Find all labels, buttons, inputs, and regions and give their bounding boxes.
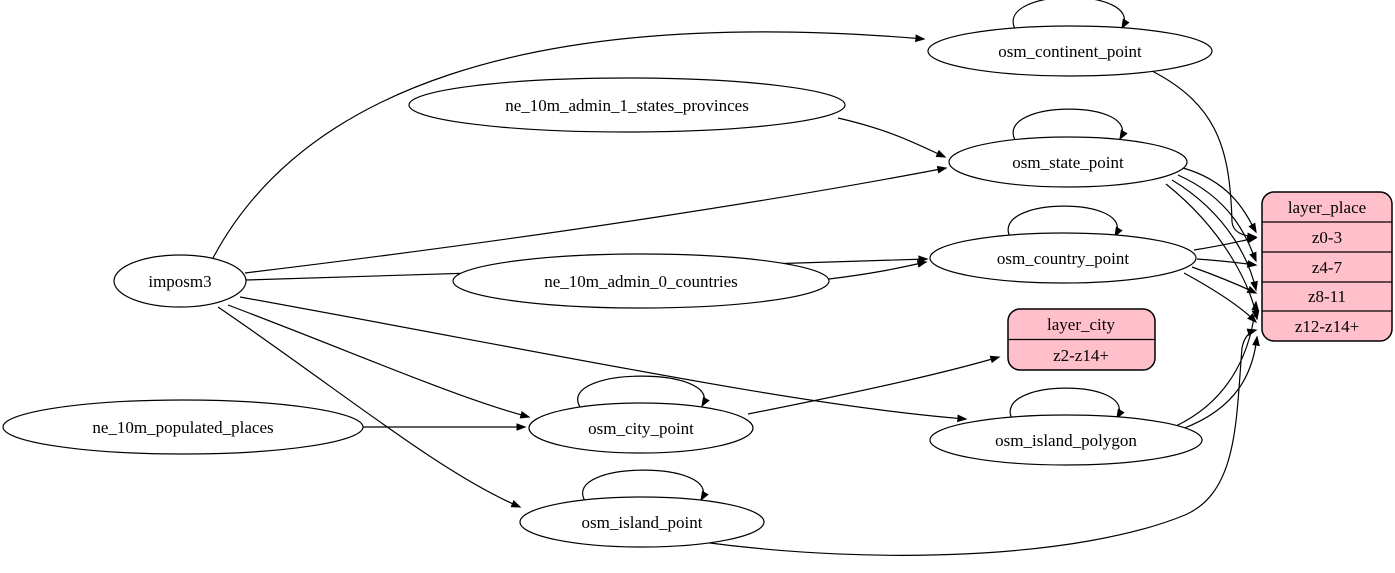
ne-populated-label: ne_10m_populated_places bbox=[92, 418, 273, 437]
edge-osm-country-point-to-layer-place-z0-3 bbox=[1193, 235, 1258, 251]
node-ne-10m-admin-1-states-provinces: ne_10m_admin_1_states_provinces bbox=[408, 77, 846, 133]
edge-ne-10m-admin-1-states-provinces-to-osm-state-point bbox=[837, 117, 947, 158]
node-layer-city: layer_city z2-z14+ bbox=[1007, 308, 1156, 371]
continent-ellipse bbox=[927, 25, 1213, 77]
edge-imposm3-to-osm-island-point bbox=[217, 306, 522, 508]
country-label: osm_country_point bbox=[997, 249, 1129, 268]
edge-osm-island-point-to-layer-place-z12-z14 bbox=[701, 328, 1258, 556]
layer-place-row-z4-7: z4-7 bbox=[1312, 258, 1343, 277]
edge-imposm3-to-osm-city-point bbox=[227, 304, 531, 419]
node-osm-state-point: osm_state_point bbox=[948, 136, 1188, 188]
node-osm-country-point: osm_country_point bbox=[929, 232, 1197, 284]
state-ellipse bbox=[948, 136, 1188, 188]
ne-admin1-label: ne_10m_admin_1_states_provinces bbox=[505, 96, 749, 115]
ne-admin1-ellipse bbox=[408, 77, 846, 133]
table-nodes: imposm3 ne_10m_admin_1_states_provinces … bbox=[2, 25, 1213, 548]
island-polygon-ellipse bbox=[929, 414, 1203, 466]
node-layer-place: layer_place z0-3 z4-7 z8-11 z12-z14+ bbox=[1261, 191, 1393, 342]
edge-osm-city-point-to-layer-city-z2-z14 bbox=[747, 355, 1001, 415]
edge-osm-state-point-to-layer-place-z0-3 bbox=[1182, 167, 1257, 234]
node-ne-10m-populated-places: ne_10m_populated_places bbox=[2, 399, 364, 455]
edge-self-loop-osm-island-polygon bbox=[1009, 387, 1125, 420]
state-label: osm_state_point bbox=[1012, 153, 1124, 172]
edge-imposm3-to-osm-state-point bbox=[244, 165, 948, 274]
edge-osm-country-point-to-layer-place-z4-7 bbox=[1196, 258, 1258, 268]
imposm3-ellipse bbox=[113, 254, 247, 308]
edge-ne-10m-admin-0-countries-to-osm-country-point bbox=[828, 260, 928, 280]
layer-city-row-z2-z14: z2-z14+ bbox=[1053, 346, 1109, 365]
edge-osm-state-point-to-layer-place-z4-7 bbox=[1177, 174, 1257, 263]
layer-place-title: layer_place bbox=[1288, 198, 1366, 217]
layer-place-row-z8-11: z8-11 bbox=[1308, 287, 1346, 306]
edge-imposm3-to-osm-island-polygon bbox=[239, 296, 968, 423]
ne-admin0-label: ne_10m_admin_0_countries bbox=[544, 272, 738, 291]
edge-osm-continent-point-to-layer-place-z0-3 bbox=[1151, 70, 1258, 241]
edge-self-loop-osm-island-point bbox=[582, 469, 709, 502]
edge-osm-country-point-to-layer-place-z12-z14 bbox=[1183, 272, 1258, 324]
node-imposm3: imposm3 bbox=[113, 254, 247, 308]
edge-imposm3-to-osm-continent-point bbox=[212, 31, 926, 259]
edge-osm-country-point-to-layer-place-z8-11 bbox=[1191, 266, 1258, 294]
edge-self-loop-osm-state-point bbox=[1012, 108, 1128, 141]
island-point-ellipse bbox=[519, 496, 765, 548]
island-point-label: osm_island_point bbox=[582, 513, 703, 532]
node-osm-continent-point: osm_continent_point bbox=[927, 25, 1213, 77]
edge-self-loop-osm-continent-point bbox=[1012, 0, 1130, 30]
continent-label: osm_continent_point bbox=[998, 42, 1142, 61]
city-label: osm_city_point bbox=[588, 419, 694, 438]
layer-place-box bbox=[1261, 191, 1393, 342]
edge-osm-state-point-to-layer-place-z8-11 bbox=[1171, 179, 1258, 292]
edges bbox=[212, 0, 1260, 556]
layer-city-title: layer_city bbox=[1047, 315, 1115, 334]
imposm3-label: imposm3 bbox=[148, 272, 211, 291]
node-osm-island-polygon: osm_island_polygon bbox=[929, 414, 1203, 466]
country-ellipse bbox=[929, 232, 1197, 284]
node-ne-10m-admin-0-countries: ne_10m_admin_0_countries bbox=[452, 253, 830, 309]
ne-admin0-ellipse bbox=[452, 253, 830, 309]
edge-self-loop-osm-city-point bbox=[577, 375, 710, 408]
layer-place-row-z0-3: z0-3 bbox=[1312, 228, 1342, 247]
node-osm-city-point: osm_city_point bbox=[528, 402, 754, 454]
city-ellipse bbox=[528, 402, 754, 454]
ne-populated-ellipse bbox=[2, 399, 364, 455]
edge-osm-island-polygon-to-layer-place-z8-11 bbox=[1175, 300, 1260, 427]
edge-self-loop-osm-country-point bbox=[1007, 205, 1123, 238]
island-polygon-label: osm_island_polygon bbox=[995, 431, 1137, 450]
node-osm-island-point: osm_island_point bbox=[519, 496, 765, 548]
layer-place-row-z12-z14: z12-z14+ bbox=[1295, 317, 1359, 336]
